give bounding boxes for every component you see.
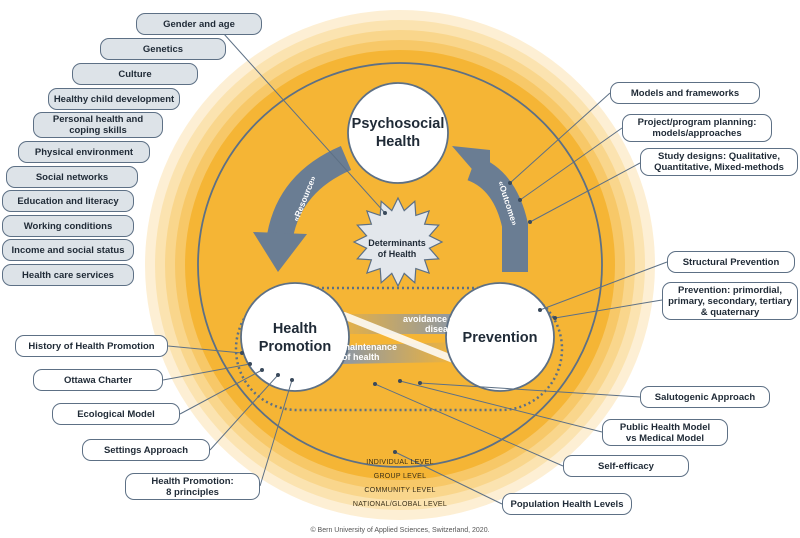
health-promotion-circle — [240, 282, 350, 392]
label-project-planning: Project/program planning: models/approac… — [622, 114, 772, 142]
determinants-title: Determinants of Health — [368, 238, 426, 259]
label-prevention-types: Prevention: primordial, primary, seconda… — [662, 282, 798, 320]
prevention-title: Prevention — [462, 330, 538, 346]
label-healthy-child: Healthy child development — [48, 88, 180, 110]
label-public-health-model: Public Health Model vs Medical Model — [602, 419, 728, 446]
label-education: Education and literacy — [2, 190, 134, 212]
outcome-arrowhead — [452, 146, 490, 190]
label-genetics: Genetics — [100, 38, 226, 60]
label-self-efficacy: Self-efficacy — [563, 455, 689, 477]
label-population-health: Population Health Levels — [502, 493, 632, 515]
stadium-outline — [234, 286, 564, 412]
leader-dots — [240, 181, 557, 454]
ring-inner-outline — [197, 62, 603, 468]
level-individual: INDIVIDUAL LEVEL — [366, 459, 434, 466]
label-health-care: Health care services — [2, 264, 134, 286]
psychosocial-circle — [347, 82, 449, 184]
determinants-sun — [352, 196, 444, 288]
level-community: COMMUNITY LEVEL — [364, 487, 436, 494]
label-gender-age: Gender and age — [136, 13, 262, 35]
level-group: GROUP LEVEL — [373, 473, 427, 480]
label-personal-health: Personal health and coping skills — [33, 112, 163, 138]
resource-arrowhead — [253, 232, 307, 272]
diagonal-band — [325, 312, 475, 364]
prevention-circle — [445, 282, 555, 392]
label-culture: Culture — [72, 63, 198, 85]
resource-arrow — [267, 146, 352, 239]
footer-copyright: © Bern University of Applied Sciences, S… — [310, 527, 490, 534]
label-ecological-model: Ecological Model — [52, 403, 180, 425]
label-salutogenic: Salutogenic Approach — [640, 386, 770, 408]
label-income: Income and social status — [2, 239, 134, 261]
label-models-frameworks: Models and frameworks — [610, 82, 760, 104]
label-social-networks: Social networks — [6, 166, 138, 188]
psychosocial-title: Psychosocial Health — [351, 116, 445, 150]
label-hp-principles: Health Promotion: 8 principles — [125, 473, 260, 500]
leader-lines — [162, 23, 668, 505]
label-physical-env: Physical environment — [18, 141, 150, 163]
label-structural-prevention: Structural Prevention — [667, 251, 795, 273]
avoidance-text: avoidance of disease — [402, 314, 458, 334]
level-national: NATIONAL/GLOBAL LEVEL — [352, 501, 448, 508]
health-promotion-title: Health Promotion — [258, 321, 332, 355]
label-working-conditions: Working conditions — [2, 215, 134, 237]
label-history-hp: History of Health Promotion — [15, 335, 168, 357]
label-study-designs: Study designs: Qualitative, Quantitative… — [640, 148, 798, 176]
label-ottawa-charter: Ottawa Charter — [33, 369, 163, 391]
label-settings-approach: Settings Approach — [82, 439, 210, 461]
maintenance-text: maintenance of health — [342, 342, 398, 362]
